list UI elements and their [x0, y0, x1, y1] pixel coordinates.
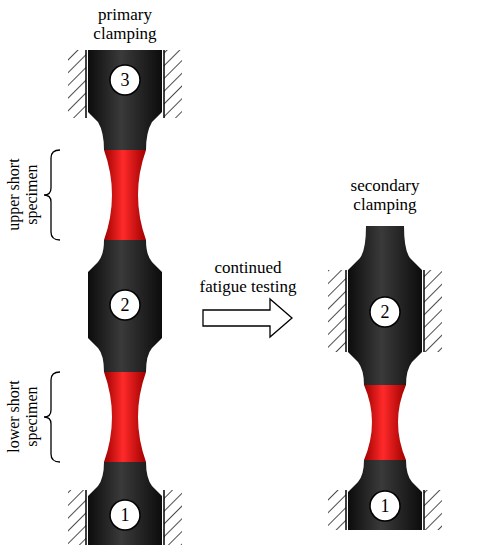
clamp-hatch: [328, 270, 442, 530]
callout-number: 1: [109, 499, 141, 531]
caption-label: continued fatigue testing: [194, 259, 302, 296]
callout-circle: 2: [109, 289, 141, 321]
primary-specimen: [88, 50, 162, 545]
callout-circle: 2: [369, 296, 401, 328]
callout-circle: 3: [109, 64, 141, 96]
callout-number: 1: [369, 490, 401, 522]
callout-circle: 1: [369, 490, 401, 522]
caption-label: secondary clamping: [339, 177, 431, 214]
hollow-arrow: [203, 299, 292, 337]
brace: [44, 150, 60, 462]
specimen-label: upper short specimen: [5, 149, 40, 241]
clamp-hatch: [68, 50, 182, 545]
secondary-specimen: [348, 226, 422, 530]
callout-number: 2: [109, 289, 141, 321]
caption-label: primary clamping: [85, 6, 165, 43]
callout-number: 3: [109, 64, 141, 96]
callout-number: 2: [369, 296, 401, 328]
specimen-label: lower short specimen: [5, 371, 40, 463]
callout-circle: 1: [109, 499, 141, 531]
